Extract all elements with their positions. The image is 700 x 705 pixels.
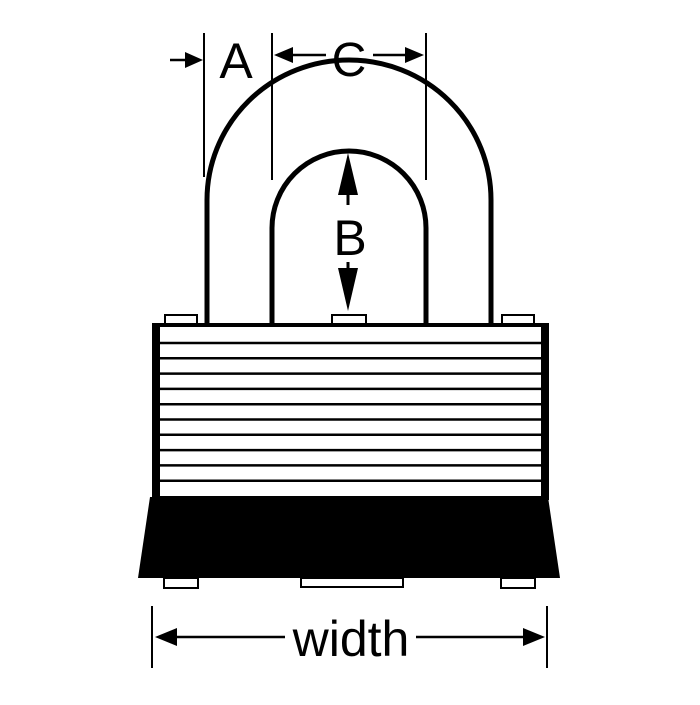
label-b: B: [333, 210, 366, 266]
foot-keyway: [300, 577, 404, 588]
shackle-outer-edge: [204, 57, 494, 325]
label-width: width: [292, 611, 410, 667]
dimension-c-arrowhead-right: [405, 47, 424, 63]
lock-body: [152, 323, 549, 500]
body-right-edge: [541, 325, 547, 498]
lock-base-bumper: [138, 497, 560, 578]
foot-left: [163, 577, 199, 589]
dimension-b: B: [333, 153, 367, 311]
foot-right: [500, 577, 536, 589]
dimension-a: A: [170, 33, 273, 180]
label-c: C: [332, 34, 367, 87]
shackle-inner-edge: [269, 148, 429, 325]
body-left-edge: [154, 325, 160, 498]
dimension-a-arrowhead: [185, 52, 203, 68]
dimension-b-arrowhead-top: [338, 153, 358, 195]
width-arrowhead-right: [523, 628, 545, 646]
width-arrowhead-left: [155, 628, 177, 646]
dimension-c: C: [274, 33, 427, 180]
lamination-lines: [160, 341, 541, 482]
label-a: A: [219, 33, 253, 89]
bottom-feet: [163, 577, 536, 589]
dimension-b-arrowhead-bottom: [338, 268, 358, 311]
body-outline: [152, 323, 549, 500]
dimension-width: width: [151, 606, 548, 668]
shackle: [204, 57, 494, 325]
dimension-c-arrowhead-left: [274, 47, 293, 63]
